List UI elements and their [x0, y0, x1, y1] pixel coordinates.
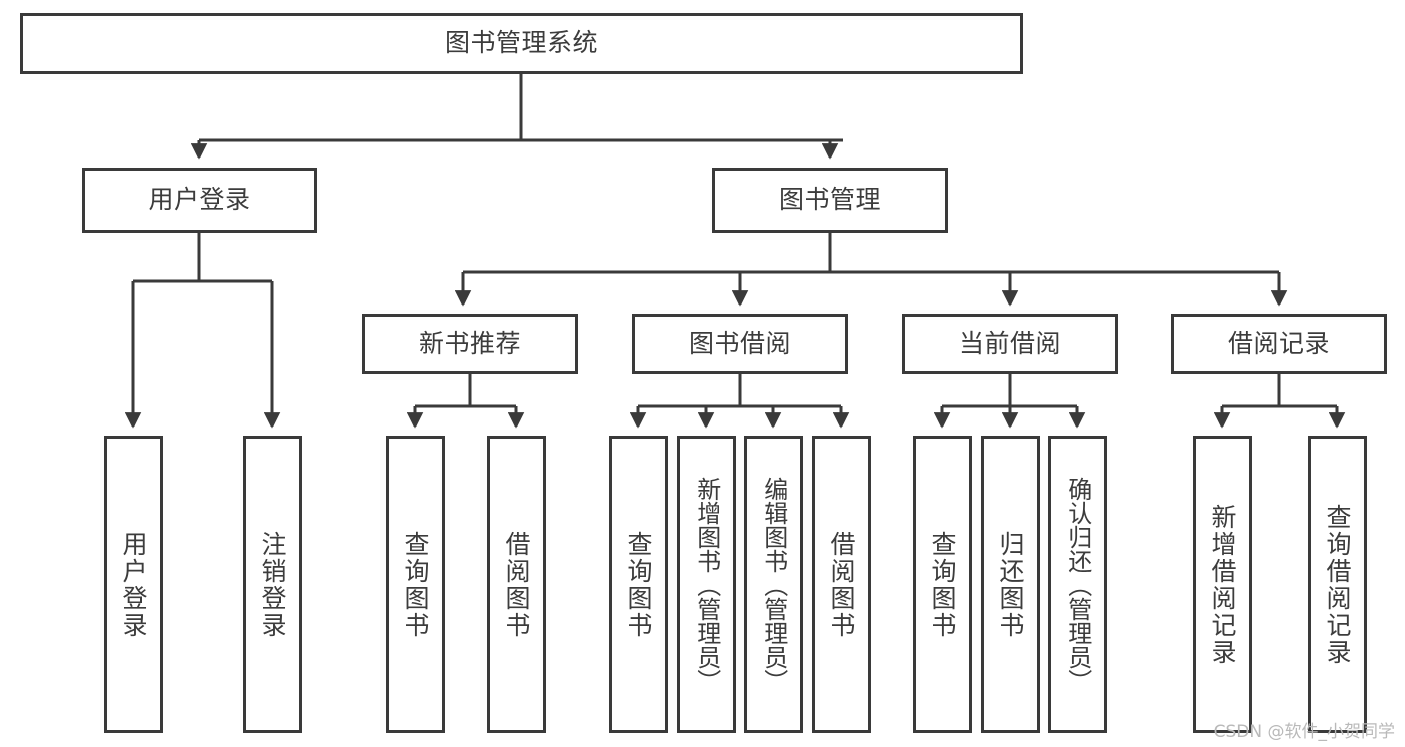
node-label: 查询借阅记录: [1323, 503, 1352, 666]
node-label: 图书管理: [778, 185, 881, 215]
leaf-user-login[interactable]: 用户登录: [104, 436, 163, 733]
node-label: 确认归还（管理员）: [1063, 476, 1092, 693]
node-label: 新书推荐: [418, 328, 521, 358]
leaf-current-query-book[interactable]: 查询图书: [913, 436, 972, 733]
leaf-record-query-borrow-record[interactable]: 查询借阅记录: [1308, 436, 1367, 733]
leaf-borrow-query-book[interactable]: 查询图书: [609, 436, 668, 733]
node-label: 新增图书（管理员）: [692, 476, 721, 693]
node-book-management[interactable]: 图书管理: [712, 168, 948, 233]
leaf-record-add-borrow-record[interactable]: 新增借阅记录: [1193, 436, 1252, 733]
node-label: 借阅图书: [827, 530, 856, 639]
node-label: 用户登录: [119, 530, 148, 639]
leaf-borrow-edit-book-admin[interactable]: 编辑图书（管理员）: [744, 436, 803, 733]
leaf-logout[interactable]: 注销登录: [243, 436, 302, 733]
leaf-recommend-borrow-book[interactable]: 借阅图书: [487, 436, 546, 733]
node-label: 图书管理系统: [444, 28, 598, 58]
leaf-borrow-borrow-book[interactable]: 借阅图书: [812, 436, 871, 733]
node-new-book-recommend[interactable]: 新书推荐: [362, 314, 578, 374]
node-label: 借阅图书: [502, 530, 531, 639]
leaf-recommend-query-book[interactable]: 查询图书: [386, 436, 445, 733]
node-label: 用户登录: [148, 185, 251, 215]
leaf-borrow-add-book-admin[interactable]: 新增图书（管理员）: [677, 436, 736, 733]
node-root-system[interactable]: 图书管理系统: [20, 13, 1023, 74]
leaf-current-confirm-return-admin[interactable]: 确认归还（管理员）: [1048, 436, 1107, 733]
node-label: 编辑图书（管理员）: [759, 476, 788, 693]
node-borrow-record[interactable]: 借阅记录: [1171, 314, 1387, 374]
node-label: 当前借阅: [958, 328, 1061, 358]
node-label: 图书借阅: [688, 328, 791, 358]
node-label: 查询图书: [624, 530, 653, 639]
node-label: 新增借阅记录: [1208, 503, 1237, 666]
node-user-login[interactable]: 用户登录: [82, 168, 317, 233]
node-book-borrow[interactable]: 图书借阅: [632, 314, 848, 374]
leaf-current-return-book[interactable]: 归还图书: [981, 436, 1040, 733]
node-label: 查询图书: [928, 530, 957, 639]
node-current-borrow[interactable]: 当前借阅: [902, 314, 1118, 374]
node-label: 归还图书: [996, 530, 1025, 639]
node-label: 借阅记录: [1227, 328, 1330, 358]
node-label: 注销登录: [258, 530, 287, 639]
node-label: 查询图书: [401, 530, 430, 639]
watermark: CSDN @软件_小贺同学: [1213, 722, 1395, 742]
